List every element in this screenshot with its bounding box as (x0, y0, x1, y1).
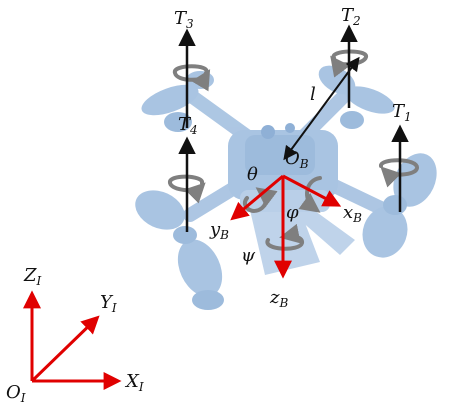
arm-length-vector (283, 56, 360, 161)
quadrotor-illustration (135, 65, 437, 310)
rotor-1-spin-arrow (379, 158, 419, 188)
thrust-label-3: T3 (174, 8, 194, 31)
inertial-y-axis (30, 315, 100, 383)
body-frame-axes (230, 174, 342, 279)
inertial-x-axis-label: XI (124, 371, 144, 394)
body-x-axis-label: xB (343, 202, 362, 225)
rotation-arrows (168, 49, 419, 251)
rotor-4-spin-arrow (168, 174, 206, 204)
rotor-3-spin-arrow (173, 64, 211, 92)
drone-lower-frame (250, 200, 355, 275)
thrust-label-1: T1 (392, 101, 412, 124)
roll-rotation-arrow (298, 176, 322, 213)
body-x-axis (282, 174, 342, 207)
yaw-rotation-arrow (265, 223, 304, 251)
yaw-angle-label: ψ (241, 245, 256, 266)
body-z-axis-label: zB (269, 287, 288, 310)
inertial-frame-axes (23, 290, 122, 390)
pitch-angle-label: θ (247, 164, 258, 185)
inertial-z-axis-label: ZI (23, 265, 42, 288)
thrust-label-4: T4 (178, 114, 198, 137)
roll-angle-label: φ (286, 202, 299, 223)
inertial-y-axis-label: YI (100, 292, 117, 315)
inertial-origin-label: OI (6, 382, 26, 405)
body-y-axis (230, 174, 284, 221)
thrust-label-2: T2 (341, 5, 361, 28)
propeller-front-right (362, 153, 437, 258)
body-origin-label: OB (285, 148, 309, 171)
body-y-axis-label: yB (209, 219, 229, 242)
labels: T3 T2 T1 T4 l OB θ φ ψ xB yB zB ZI (6, 5, 412, 405)
arm-length-label: l (310, 84, 316, 105)
propeller-front-left (135, 190, 224, 310)
